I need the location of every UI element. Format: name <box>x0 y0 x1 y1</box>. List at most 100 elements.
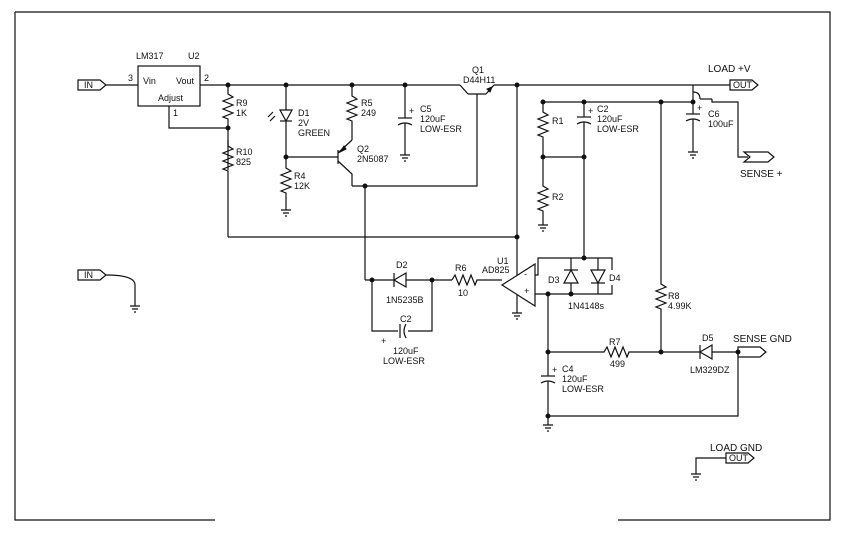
u2-adjust-label: Adjust <box>158 93 184 103</box>
r6-resistor: R6 10 <box>451 263 502 298</box>
r7-value: 499 <box>610 359 625 369</box>
u1-part: AD825 <box>482 265 510 275</box>
c6-ref: C6 <box>708 109 720 119</box>
c5-ref: C5 <box>420 104 432 114</box>
c2-right-value: 120uF <box>597 114 623 124</box>
c2-right-capacitor: + C2 120uF LOW-ESR <box>576 102 639 258</box>
c5-value: 120uF <box>420 114 446 124</box>
d3-ref: D3 <box>548 275 560 285</box>
d2-zener: D2 1N5235B <box>365 260 452 305</box>
port-out-load: OUT <box>729 79 759 91</box>
d5-part: LM329DZ <box>690 365 730 375</box>
port-in-top: IN <box>77 79 107 91</box>
r8-resistor: R8 4.99K <box>654 102 692 352</box>
load-gnd-label: LOAD GND <box>710 443 762 454</box>
d4-ref: D4 <box>609 273 621 283</box>
q2-ref: Q2 <box>357 144 369 154</box>
q1-part: D44H11 <box>463 75 495 85</box>
r6-value: 10 <box>458 288 468 298</box>
d4-diode: D4 1N4148s <box>568 258 621 311</box>
r10-ref: R10 <box>236 147 253 157</box>
c2-bottom-capacitor: C2 + 120uF LOW-ESR <box>381 314 425 366</box>
r5-ref: R5 <box>361 98 373 108</box>
r10-value: 825 <box>236 157 251 167</box>
r10-resistor: R10 825 <box>221 140 253 237</box>
r1-resistor: R1 <box>536 102 564 157</box>
r5-resistor: R5 249 <box>345 85 376 140</box>
r2-resistor: R2 <box>536 157 564 232</box>
sense-plus-label: SENSE + <box>740 169 783 180</box>
d5-reference-diode: D5 LM329DZ <box>661 333 738 375</box>
u2-pin-out: 2 <box>204 73 209 83</box>
d3-diode: D3 <box>548 258 580 294</box>
c4-plus: + <box>552 365 557 375</box>
u2-vin-label: Vin <box>143 76 156 86</box>
d1-led: D1 2V GREEN <box>267 85 330 157</box>
u2-vout-label: Vout <box>176 76 195 86</box>
u1-opamp: U1 AD825 - + <box>482 237 536 320</box>
u1-plus: + <box>524 286 529 296</box>
q1-transistor: Q1 D44H11 <box>459 65 495 100</box>
u2-pin-in: 3 <box>128 73 133 83</box>
d2-part: 1N5235B <box>386 295 424 305</box>
r9-value: 1K <box>236 108 247 118</box>
u1-minus: - <box>524 269 527 279</box>
c6-plus: + <box>697 103 702 113</box>
c5-capacitor: + C5 120uF LOW-ESR <box>397 85 462 162</box>
r9-resistor: R9 1K <box>221 85 248 170</box>
d5-ref: D5 <box>702 333 714 343</box>
u2-ref: U2 <box>188 51 200 61</box>
c2-bottom-type: LOW-ESR <box>383 356 425 366</box>
c4-capacitor: + C4 120uF LOW-ESR <box>540 352 604 432</box>
r4-ref: R4 <box>294 171 306 181</box>
c2-bottom-ref: C2 <box>400 314 412 324</box>
c4-type: LOW-ESR <box>562 384 604 394</box>
r8-value: 4.99K <box>668 301 692 311</box>
c2-right-plus: + <box>588 106 593 116</box>
c2-right-ref: C2 <box>597 104 609 114</box>
c5-type: LOW-ESR <box>420 124 462 134</box>
port-in-bottom: IN <box>77 269 107 281</box>
port-sense-gnd <box>737 346 767 358</box>
sense-gnd-label: SENSE GND <box>733 334 792 345</box>
port-sense-plus <box>742 151 775 163</box>
r4-value: 12K <box>294 181 310 191</box>
r2-ref: R2 <box>552 192 564 202</box>
q2-transistor: Q2 2N5087 <box>337 139 389 186</box>
r1-ref: R1 <box>552 116 564 126</box>
u2-pin-adj: 1 <box>173 108 178 118</box>
r4-resistor: R4 12K <box>279 157 310 217</box>
c2-bottom-plus: + <box>381 336 386 346</box>
r7-resistor: R7 499 <box>548 337 661 369</box>
u2-part: LM317 <box>136 51 164 61</box>
sheet-border <box>14 11 831 521</box>
u1-ref: U1 <box>497 256 509 266</box>
c2-bottom-value: 120uF <box>393 346 419 356</box>
d1-ref: D1 <box>298 108 310 118</box>
port-out-gnd-label: OUT <box>729 453 749 463</box>
port-in-bottom-label: IN <box>84 270 93 280</box>
q2-part: 2N5087 <box>357 154 389 164</box>
q1-ref: Q1 <box>472 65 484 75</box>
port-out-load-label: OUT <box>733 80 753 90</box>
c4-ref: C4 <box>562 364 574 374</box>
r9-ref: R9 <box>236 98 248 108</box>
d1-value: 2V <box>298 118 309 128</box>
d1-color: GREEN <box>298 128 330 138</box>
u2-regulator: LM317 U2 Vin Vout Adjust 2 1 <box>136 51 209 118</box>
c2-right-type: LOW-ESR <box>597 124 639 134</box>
r7-ref: R7 <box>609 337 621 347</box>
load-v-label: LOAD +V <box>708 64 751 75</box>
r8-ref: R8 <box>668 291 680 301</box>
c4-value: 120uF <box>562 374 588 384</box>
c6-value: 100uF <box>708 119 734 129</box>
c6-capacitor: + C6 100uF <box>685 102 734 159</box>
d4-part: 1N4148s <box>568 301 605 311</box>
port-out-gnd: OUT <box>725 452 755 464</box>
r5-value: 249 <box>361 108 376 118</box>
c5-plus: + <box>409 106 414 116</box>
d2-ref: D2 <box>396 260 408 270</box>
port-in-top-label: IN <box>84 80 93 90</box>
r6-ref: R6 <box>455 263 467 273</box>
